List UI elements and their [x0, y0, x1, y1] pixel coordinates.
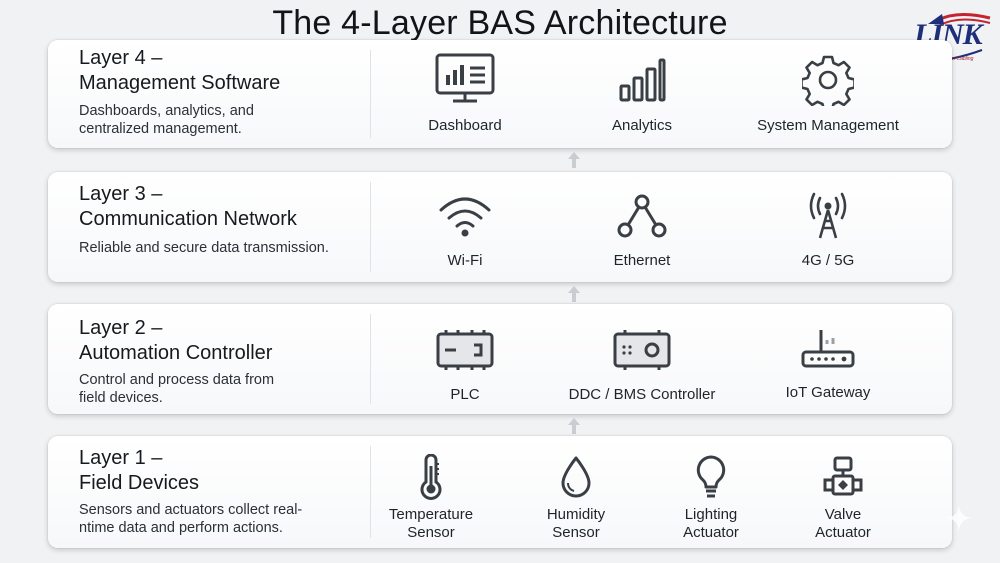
item-temperature-sensor: Temperature Sensor: [361, 454, 501, 542]
item-label: PLC: [450, 386, 480, 403]
router-icon: [801, 330, 855, 368]
layer-1-description: Sensors and actuators collect real- ntim…: [79, 501, 364, 537]
layer-3-card: Layer 3 – Communication Network Reliable…: [48, 172, 952, 282]
layer-1-heading: Layer 1 – Field Devices: [79, 446, 369, 496]
layer-3-description: Reliable and secure data transmission.: [79, 239, 364, 257]
item-valve-actuator: Valve Actuator: [773, 454, 913, 542]
desc-line: Control and process data from: [79, 372, 275, 388]
item-dashboard: Dashboard: [380, 52, 550, 135]
page-title: The 4-Layer BAS Architecture: [272, 4, 728, 42]
network-nodes-icon: [617, 194, 667, 238]
monitor-chart-icon: [435, 53, 495, 103]
item-label: Actuator: [683, 524, 739, 541]
sparkle-icon: [946, 505, 972, 531]
item-humidity-sensor: Humidity Sensor: [506, 454, 646, 542]
desc-line: centralized management.: [79, 121, 242, 137]
layer-3-heading: Layer 3 – Communication Network: [79, 182, 369, 232]
item-label: Wi-Fi: [447, 252, 483, 269]
item-analytics: Analytics: [557, 56, 727, 135]
item-label: Ethernet: [613, 252, 671, 269]
cell-tower-icon: [809, 192, 847, 239]
logo-tagline: American Cabling: [934, 56, 974, 62]
item-system-management: System Management: [743, 54, 913, 135]
divider: [370, 446, 371, 538]
item-label: Lighting: [684, 506, 738, 523]
item-lighting-actuator: Lighting Actuator: [641, 454, 781, 542]
item-label: Valve: [824, 506, 862, 523]
valve-icon: [823, 456, 863, 496]
arrow-up-icon: [568, 152, 580, 168]
layer-2-card: Layer 2 – Automation Controller Control …: [48, 304, 952, 414]
item-iot-gateway: IoT Gateway: [743, 324, 913, 402]
item-label: DDC / BMS Controller: [568, 386, 716, 403]
item-label: IoT Gateway: [785, 384, 871, 401]
item-label: 4G / 5G: [801, 252, 855, 269]
light-bulb-icon: [696, 455, 726, 498]
item-label: Actuator: [815, 524, 871, 541]
divider: [370, 50, 371, 138]
desc-line: ntime data and perform actions.: [79, 520, 283, 536]
item-plc: PLC: [380, 326, 550, 404]
layer-3-name: Communication Network: [79, 208, 297, 230]
layer-2-number: Layer 2 –: [79, 317, 163, 339]
desc-line: field devices.: [79, 390, 163, 406]
item-label: Dashboard: [428, 117, 502, 134]
layer-1-card: Layer 1 – Field Devices Sensors and actu…: [48, 436, 952, 548]
desc-line: Sensors and actuators collect real-: [79, 502, 303, 518]
item-ddc-bms-controller: DDC / BMS Controller: [557, 326, 727, 404]
item-label: Humidity: [546, 506, 606, 523]
item-label: Sensor: [407, 524, 455, 541]
layer-2-name: Automation Controller: [79, 342, 273, 364]
layer-4-description: Dashboards, analytics, and centralized m…: [79, 102, 364, 138]
layer-2-heading: Layer 2 – Automation Controller: [79, 316, 369, 366]
layer-1-name: Field Devices: [79, 472, 200, 494]
bar-chart-icon: [619, 58, 666, 102]
controller-box-icon: [613, 330, 671, 370]
desc-line: Dashboards, analytics, and: [79, 103, 254, 119]
divider: [370, 182, 371, 272]
item-label: Sensor: [552, 524, 600, 541]
layer-1-number: Layer 1 –: [79, 447, 163, 469]
wifi-icon: [439, 197, 491, 237]
item-ethernet: Ethernet: [557, 192, 727, 270]
gear-icon: [802, 55, 854, 106]
water-drop-icon: [561, 456, 591, 498]
item-label: Temperature: [388, 506, 474, 523]
arrow-up-icon: [568, 418, 580, 434]
layer-3-number: Layer 3 –: [79, 183, 163, 205]
plc-module-icon: [436, 330, 494, 370]
layer-4-card: Layer 4 – Management Software Dashboards…: [48, 40, 952, 148]
layer-4-name: Management Software: [79, 72, 281, 94]
thermometer-icon: [420, 454, 442, 500]
desc-line: Reliable and secure data transmission.: [79, 240, 329, 256]
divider: [370, 314, 371, 404]
layer-2-description: Control and process data from field devi…: [79, 371, 364, 407]
layer-4-heading: Layer 4 – Management Software: [79, 46, 369, 96]
item-label: Analytics: [611, 117, 673, 134]
item-label: System Management: [757, 117, 899, 134]
item-4g-5g: 4G / 5G: [743, 190, 913, 270]
arrow-up-icon: [568, 286, 580, 302]
item-wifi: Wi-Fi: [380, 192, 550, 270]
layer-4-number: Layer 4 –: [79, 47, 163, 69]
